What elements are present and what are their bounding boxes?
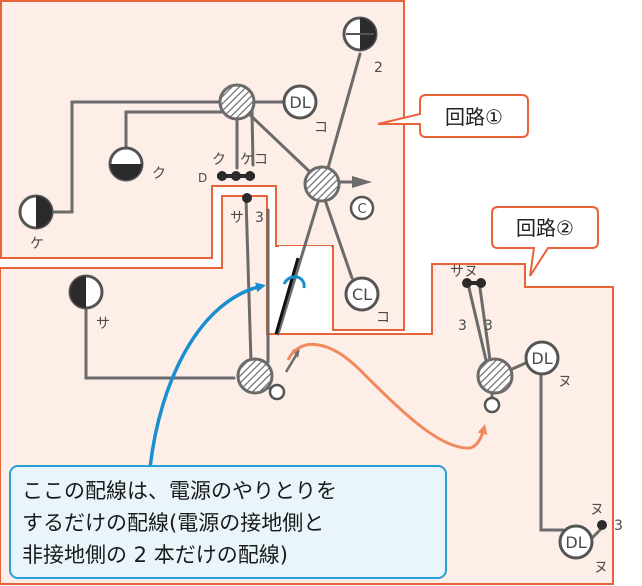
- label-sa-light: サ: [96, 316, 110, 332]
- downlight-1: DL: [282, 84, 318, 120]
- wire-curl-mark: [282, 275, 306, 289]
- callout-circuit2: 回路②: [491, 206, 599, 277]
- label-ko-cl: コ: [376, 310, 390, 326]
- label-ko-top: コ: [314, 120, 328, 136]
- note-line-1: ここの配線は、電源のやりとりを: [22, 479, 337, 503]
- explanation-note: ここの配線は、電源のやりとりを するだけの配線(電源の接地側と 非接地側の 2 …: [9, 465, 447, 579]
- dl-label: DL: [289, 93, 310, 112]
- junction-box-2: [303, 165, 341, 203]
- note-line-2: するだけの配線(電源の接地側と: [22, 511, 324, 535]
- label-3-b: 3: [484, 318, 493, 334]
- label-ku-light: ク: [152, 166, 166, 182]
- label-nu-switch: ヌ: [590, 502, 604, 518]
- label-3-c: 3: [614, 518, 623, 534]
- callout-circuit1-text: 回路①: [445, 105, 503, 129]
- junction-box-4: [476, 357, 514, 395]
- switch-bar-2: [467, 281, 481, 285]
- downlight-3: DL: [558, 524, 594, 560]
- orange-wire: [286, 343, 488, 450]
- c-label: C: [357, 202, 366, 217]
- label-sanu: サヌ: [450, 264, 478, 280]
- switch-sa: [242, 193, 252, 203]
- outlet-sa: [68, 274, 104, 310]
- outlet-top: [342, 16, 378, 52]
- callout-circuit1: 回路①: [377, 94, 529, 138]
- pilot-lamp-1: [268, 383, 286, 401]
- label-2: 2: [374, 60, 383, 76]
- junction-box-3: [236, 357, 274, 395]
- note-pointer-arrow: [148, 282, 266, 469]
- pilot-lamp-2: [483, 396, 501, 414]
- label-keko-switch: ケコ: [240, 152, 268, 168]
- dl-label: DL: [531, 349, 552, 368]
- downlight-2: DL: [524, 340, 560, 376]
- label-nu-dl1: ヌ: [558, 374, 572, 390]
- cl-label: CL: [352, 285, 372, 304]
- label-sa-switch: サ: [230, 210, 244, 226]
- dl-label: DL: [565, 533, 586, 552]
- switch-nu: [597, 520, 607, 530]
- label-nu-dl2: ヌ: [594, 560, 608, 576]
- label-ku-switch: ク: [212, 152, 226, 168]
- outlet-ku: [108, 146, 144, 182]
- white-gap: [279, 246, 331, 332]
- note-line-3: 非接地側の 2 本だけの配線): [22, 543, 288, 567]
- receptacle-c: C: [349, 195, 375, 221]
- callout-circuit2-text: 回路②: [516, 216, 574, 240]
- pilot-arrow-icon: [284, 351, 300, 373]
- circuit1-region: [0, 0, 405, 331]
- ceiling-light: CL: [344, 276, 380, 312]
- label-3-sa: 3: [255, 210, 264, 226]
- junction-box-1: [218, 83, 256, 121]
- outlet-ke: [18, 194, 54, 230]
- label-3-a: 3: [458, 318, 467, 334]
- receptacle-arrow-icon: [352, 176, 372, 188]
- diagram-labels: 2 コ ク ケ ク ケコ D サ 3 コ サ サヌ 3 3 ヌ ヌ 3 ヌ: [30, 60, 623, 576]
- live-wire-segment: [274, 257, 300, 335]
- label-ke-light: ケ: [30, 236, 44, 252]
- label-d: D: [198, 171, 207, 185]
- switch-bar: [217, 174, 255, 178]
